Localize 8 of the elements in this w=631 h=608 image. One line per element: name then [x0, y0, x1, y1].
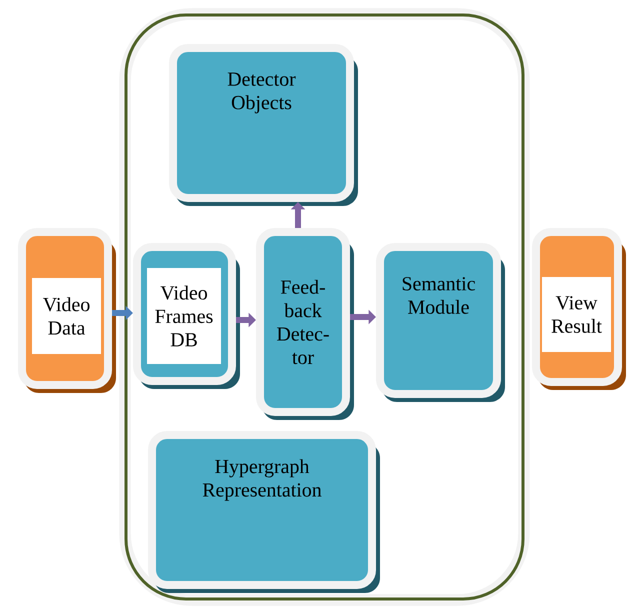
- process-box: Hypergraph Representation: [148, 431, 380, 593]
- process-box: Semantic Module: [376, 243, 505, 402]
- container-box: [119, 8, 530, 606]
- input-box: Video Data: [18, 228, 116, 393]
- process-box: Video Frames DB: [133, 243, 240, 389]
- output-box: View Result: [532, 228, 626, 390]
- process-box: Feed- back Detec- tor: [256, 228, 354, 420]
- process-box: Detector Objects: [169, 44, 358, 206]
